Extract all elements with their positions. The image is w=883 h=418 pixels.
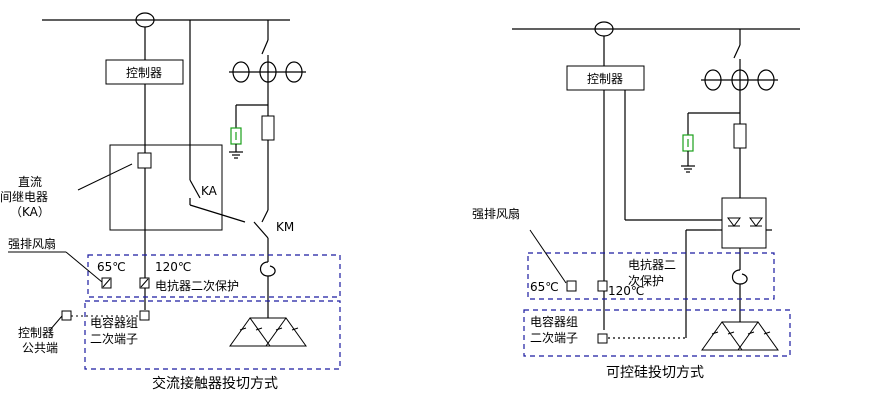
right-cap-delta-2	[737, 321, 779, 351]
left-title: 交流接触器投切方式	[152, 375, 278, 392]
left-cap-terminal-line2: 二次端子	[90, 332, 138, 346]
right-cap-mark-2	[727, 331, 735, 335]
left-common-leader	[49, 315, 63, 331]
left-ka-to-km	[189, 204, 246, 223]
left-ka-label: KA	[201, 184, 218, 198]
left-common-line1: 控制器	[18, 326, 54, 340]
left-capacitor-box	[84, 300, 341, 370]
left-ka-contact	[189, 179, 201, 199]
right-cap-delta-1	[701, 321, 743, 351]
right-temp-switch-65	[566, 280, 577, 292]
right-title: 可控硅投切方式	[606, 365, 704, 381]
right-cap-mark-4	[763, 331, 771, 335]
left-relay-line2: 间继电器	[0, 190, 48, 204]
left-reactor	[259, 261, 276, 277]
left-temp-switch-120-mark	[140, 278, 149, 288]
left-temp-switch-65-mark	[102, 278, 111, 288]
left-km-gap	[261, 209, 269, 223]
left-temp1-label: 65℃	[97, 260, 126, 274]
left-relay-line3: （KA）	[10, 205, 50, 219]
right-temp2-label: 120℃	[608, 284, 644, 298]
right-cap-mark-3	[747, 331, 755, 335]
right-controller-label: 控制器	[587, 72, 623, 86]
left-cap-terminal	[139, 310, 150, 321]
left-cap-delta-1	[229, 317, 271, 347]
right-scr-2	[749, 217, 763, 227]
left-fan-label: 强排风扇	[8, 236, 56, 251]
left-relay-coil	[137, 152, 152, 169]
left-cap-delta-2	[265, 317, 307, 347]
left-relay-line1: 直流	[18, 175, 42, 189]
left-km-contact	[253, 221, 269, 239]
left-fan-leader	[65, 251, 103, 283]
right-fuse	[733, 123, 747, 149]
left-diagram: 控制器 直流 间继电器 （KA） KA	[0, 12, 341, 392]
right-cap-terminal-line1: 电容器组	[530, 314, 578, 329]
right-reactor-protect-box	[527, 252, 775, 300]
right-capacitor-box	[523, 309, 791, 357]
left-cap-mark-1	[239, 327, 247, 331]
right-controller-box	[566, 65, 645, 91]
right-reactor-protect-line2: 次保护	[628, 274, 664, 288]
right-cap-terminal-line2: 二次端子	[530, 331, 578, 345]
right-fan-label: 强排风扇	[472, 206, 520, 221]
left-controller-label: 控制器	[126, 66, 162, 80]
left-temp2-label: 120℃	[155, 260, 191, 274]
right-scr-1	[727, 217, 741, 227]
right-fan-leader	[529, 229, 567, 284]
left-km-label: KM	[276, 220, 294, 234]
right-reactor-protect-line1: 电抗器二	[628, 257, 676, 272]
left-controller-box	[105, 59, 184, 85]
left-common-terminal	[61, 310, 72, 321]
left-relay-leader	[77, 163, 133, 191]
left-fuse	[261, 115, 275, 141]
left-reactor-protect-box	[87, 254, 341, 298]
right-isolator	[733, 44, 741, 59]
left-cap-mark-2	[255, 327, 263, 331]
left-cap-mark-4	[291, 327, 299, 331]
left-reactor-protect-label: 电抗器二次保护	[155, 278, 239, 293]
right-cap-terminal	[597, 333, 608, 344]
right-diagram: 控制器	[472, 21, 800, 381]
left-cap-mark-3	[275, 327, 283, 331]
right-cap-mark-1	[711, 331, 719, 335]
right-temp1-label: 65℃	[530, 280, 559, 294]
left-dc-relay-box	[109, 144, 223, 231]
left-common-line2: 公共端	[22, 341, 58, 355]
left-cap-terminal-line1: 电容器组	[90, 315, 138, 330]
left-isolator	[261, 39, 269, 55]
right-reactor	[731, 269, 748, 285]
right-thyristor-module	[721, 197, 767, 249]
right-temp-switch-120	[597, 280, 608, 292]
